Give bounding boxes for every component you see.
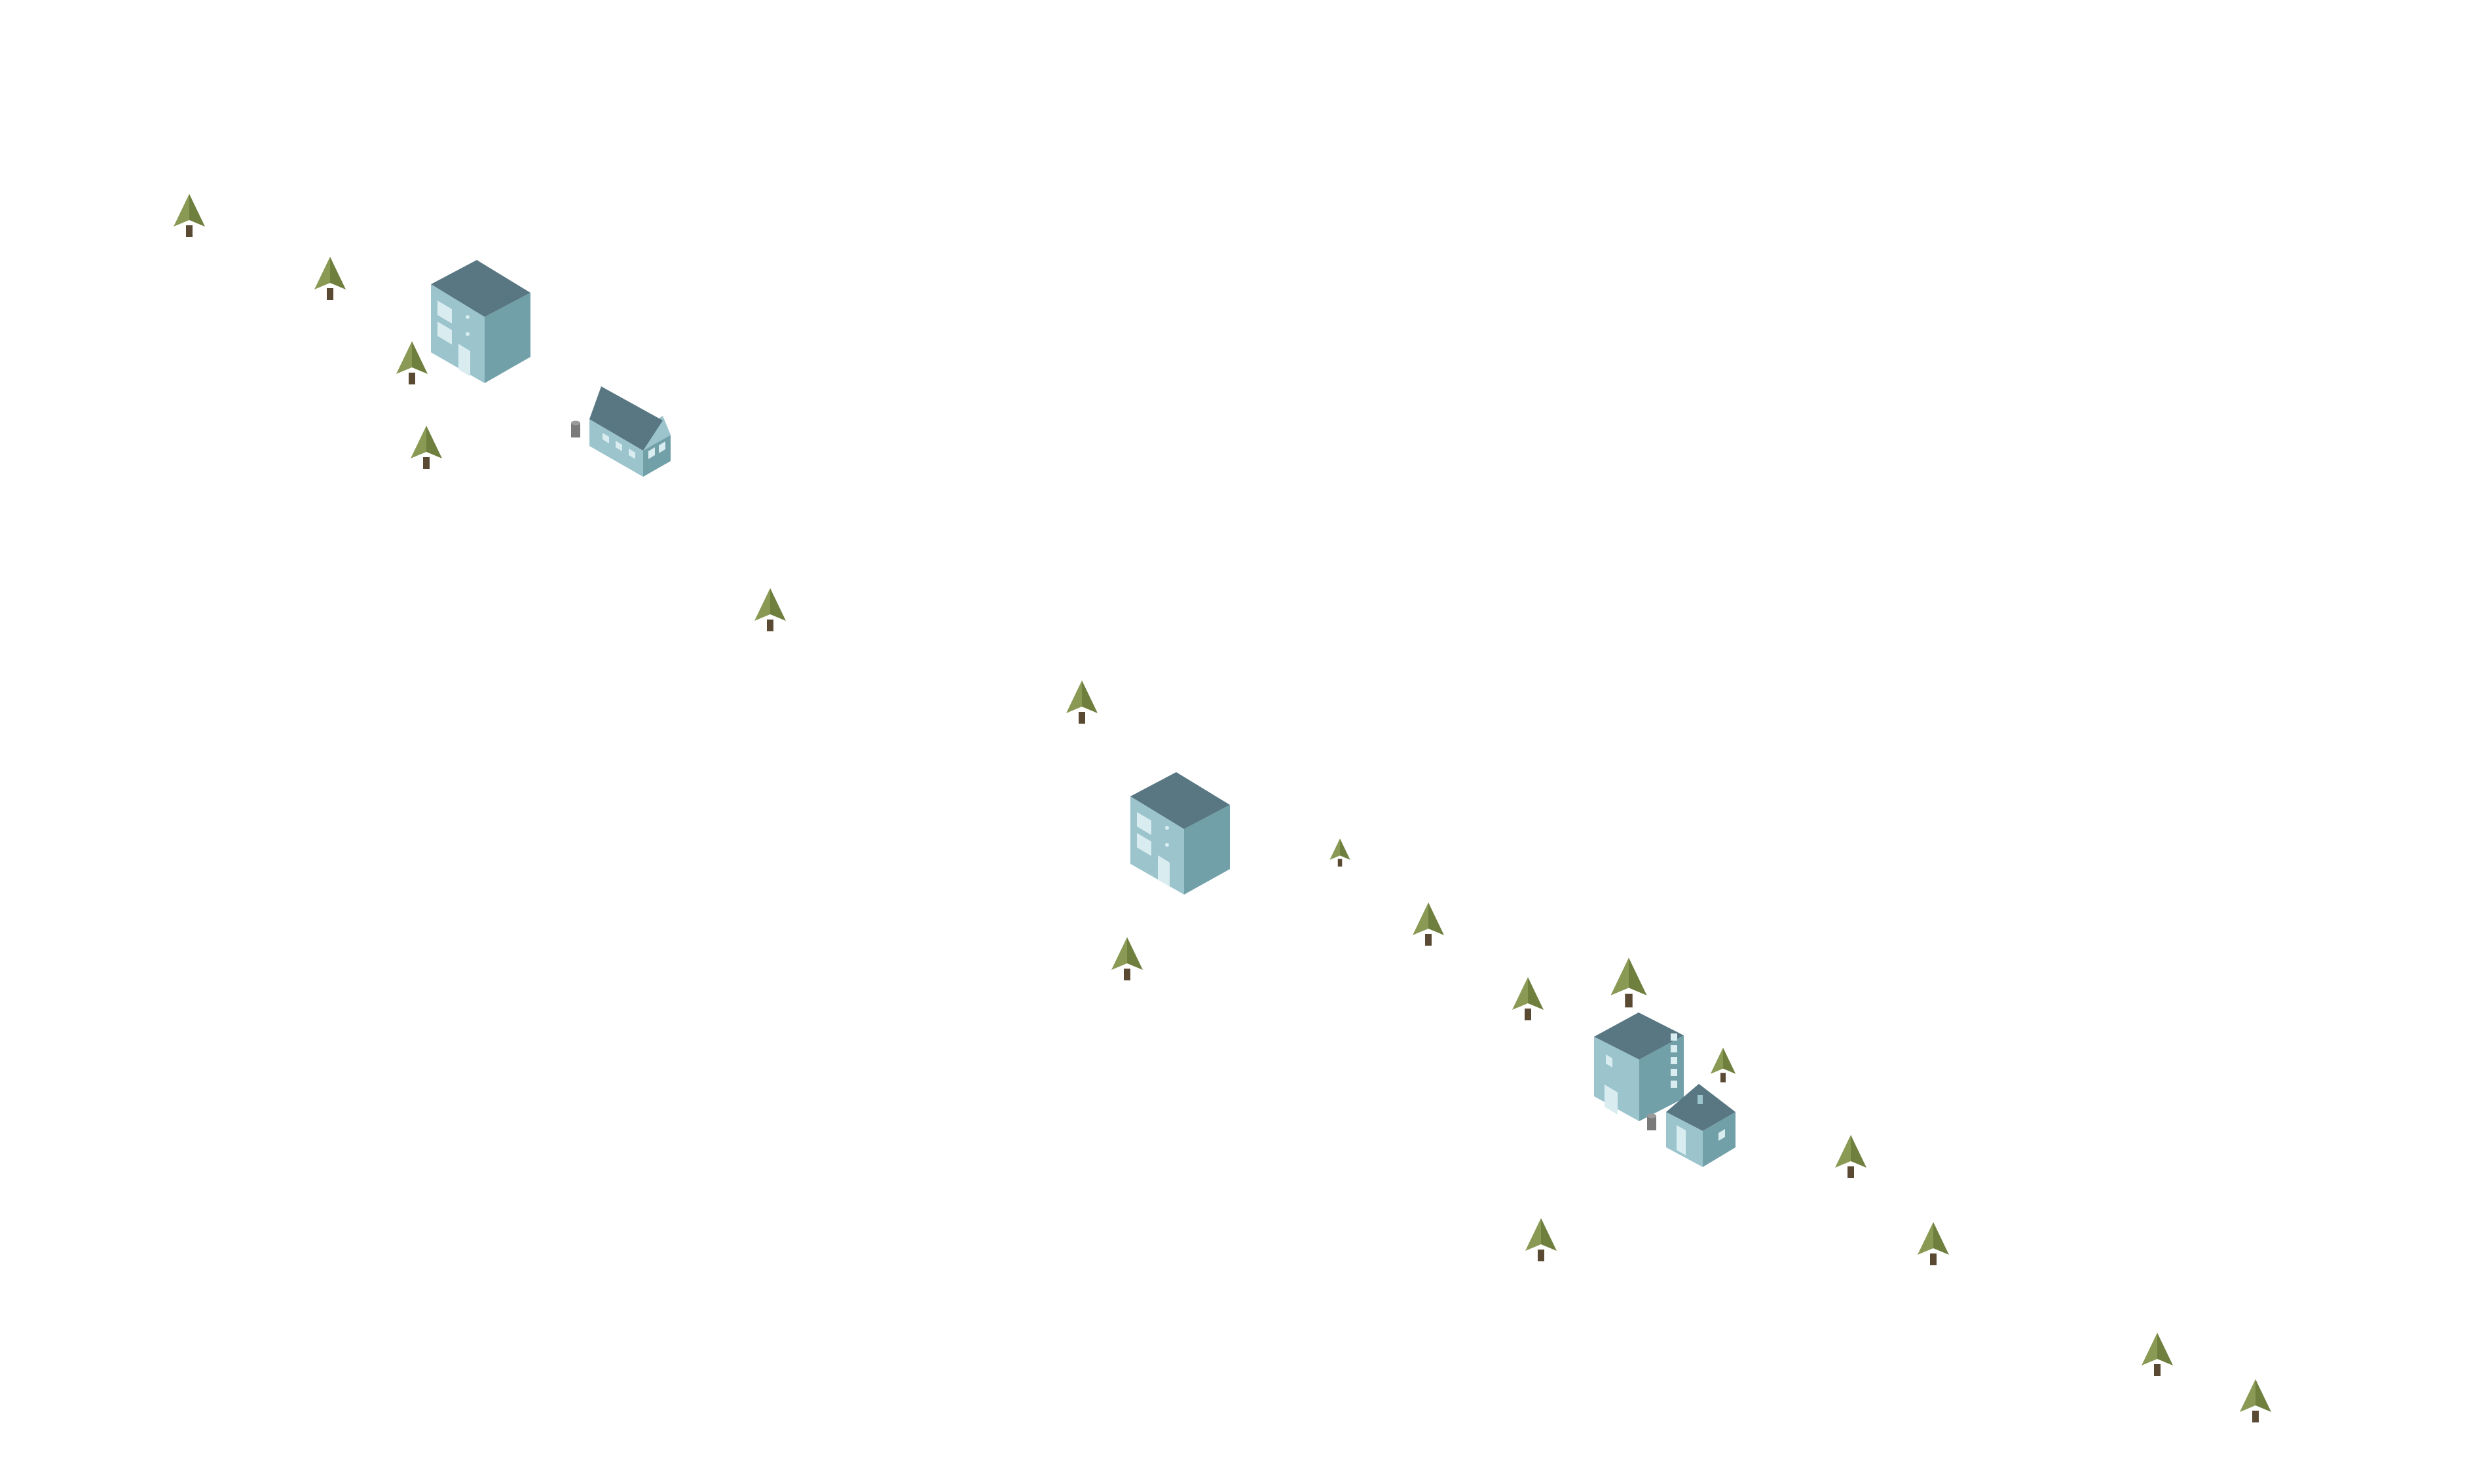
gable-house-icon (589, 386, 671, 477)
cube-house-icon (431, 260, 530, 383)
tree-icon (1710, 1047, 1736, 1083)
tree-icon (1512, 977, 1544, 1020)
tree-icon (2240, 1379, 2271, 1422)
tree-icon (396, 341, 428, 384)
tree-icon (1918, 1222, 1949, 1265)
cube-house-icon (1130, 772, 1230, 895)
tree-icon (1111, 937, 1143, 980)
tree-icon (1329, 838, 1350, 867)
tree-icon (754, 588, 786, 631)
tree-icon (174, 194, 205, 237)
tree-icon (314, 257, 346, 300)
tree-icon (1525, 1218, 1557, 1261)
tree-icon (1835, 1135, 1866, 1178)
tree-icon (2142, 1333, 2173, 1376)
tree-icon (411, 426, 442, 469)
trash-bin-icon (1647, 1113, 1656, 1130)
tree-icon (1610, 957, 1647, 1008)
tree-icon (1413, 902, 1444, 946)
tall-building-icon (1594, 1012, 1684, 1121)
tree-icon (1066, 680, 1098, 724)
small-house-icon (1666, 1084, 1736, 1167)
trash-bin-icon (571, 420, 580, 437)
